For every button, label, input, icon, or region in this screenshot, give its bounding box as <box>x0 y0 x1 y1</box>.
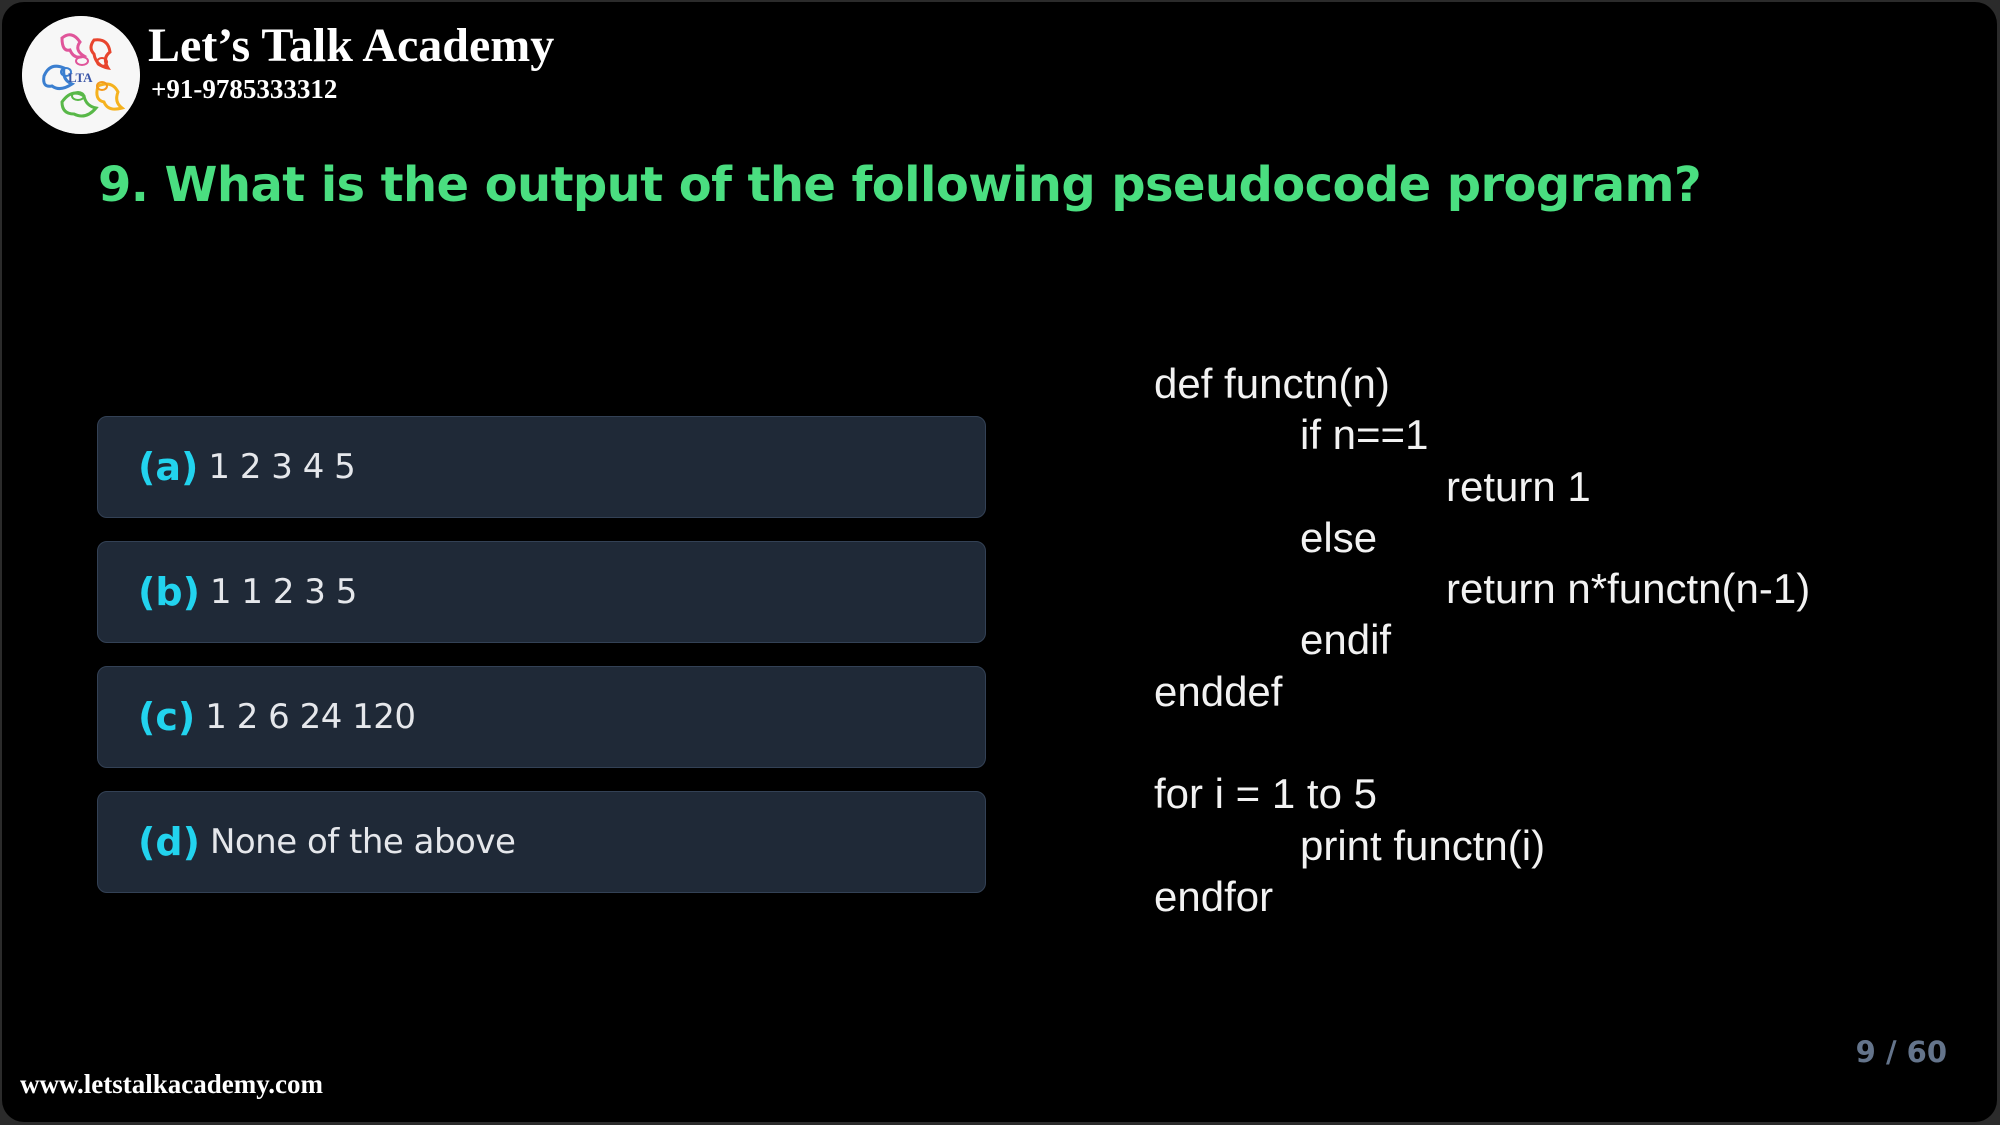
code-line: enddef <box>1154 667 1283 715</box>
code-line: def functn(n) <box>1154 360 1390 407</box>
academy-logo: LTA <box>22 16 140 134</box>
code-line: return 1 <box>1446 462 1591 510</box>
option-text: 1 2 3 4 5 <box>208 447 356 487</box>
option-letter: (a) <box>138 445 199 489</box>
option-letter: (c) <box>138 695 196 739</box>
code-line: if n==1 <box>1300 411 1429 459</box>
option-d[interactable]: (d) None of the above <box>97 791 986 893</box>
code-line: else <box>1300 513 1378 561</box>
code-line: endfor <box>1154 872 1274 920</box>
code-line: print functn(i) <box>1300 821 1546 869</box>
option-b[interactable]: (b) 1 1 2 3 5 <box>97 541 986 643</box>
code-line: return n*functn(n-1) <box>1446 565 1811 613</box>
code-line: for i = 1 to 5 <box>1154 770 1377 818</box>
question-text: 9. What is the output of the following p… <box>98 157 1702 213</box>
option-letter: (b) <box>138 570 200 614</box>
brand-phone: +91-9785333312 <box>151 74 338 104</box>
protein-ribbon-logo-icon: LTA <box>22 16 140 134</box>
option-text: 1 2 6 24 120 <box>205 697 416 737</box>
option-letter: (d) <box>138 820 200 864</box>
svg-text:LTA: LTA <box>68 70 93 85</box>
code-line-blank <box>1154 717 1810 768</box>
pseudocode-block: def functn(n) if n==1 return 1 else retu… <box>1154 358 1810 922</box>
option-text: 1 1 2 3 5 <box>209 572 357 612</box>
answer-options: (a) 1 2 3 4 5 (b) 1 1 2 3 5 (c) 1 2 6 24… <box>97 416 986 916</box>
code-line: endif <box>1300 616 1392 664</box>
website-url: www.letstalkacademy.com <box>20 1069 323 1099</box>
page-counter: 9 / 60 <box>1855 1035 1947 1069</box>
brand-name: Let’s Talk Academy <box>148 19 555 72</box>
option-a[interactable]: (a) 1 2 3 4 5 <box>97 416 986 518</box>
option-c[interactable]: (c) 1 2 6 24 120 <box>97 666 986 768</box>
option-text: None of the above <box>209 822 516 862</box>
question-title: 9. What is the output of the following p… <box>98 150 1702 220</box>
